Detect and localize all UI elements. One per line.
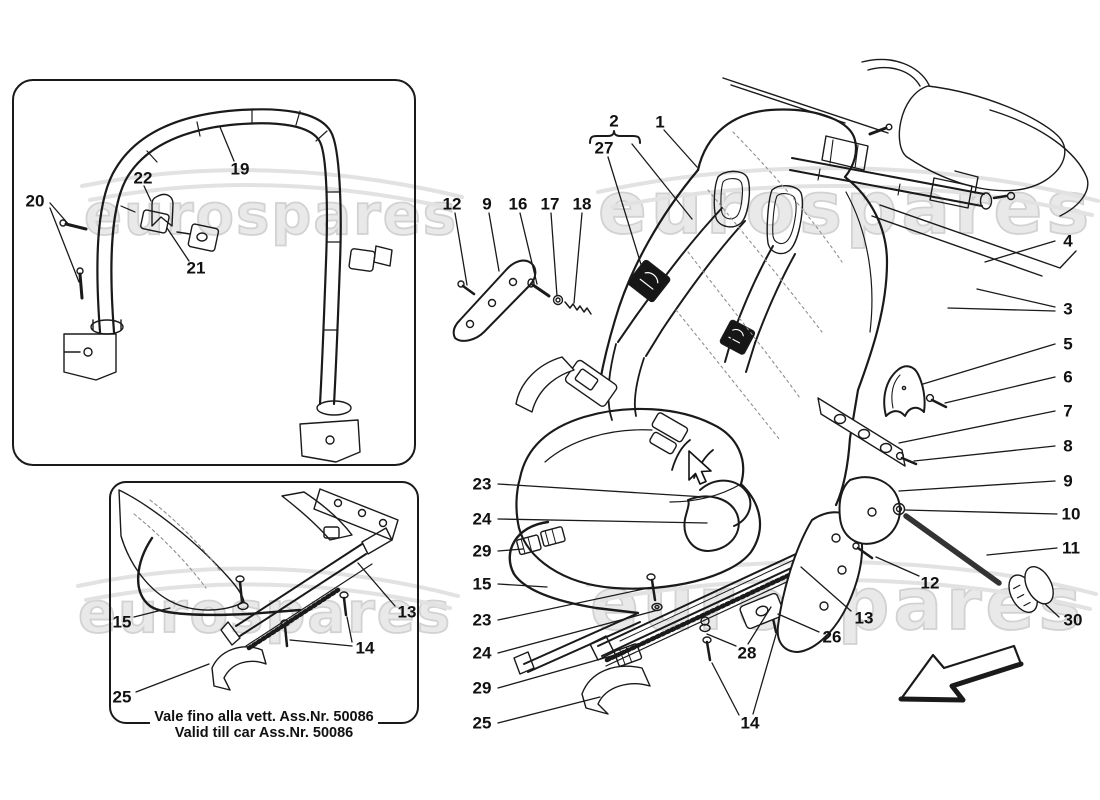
seat-rail-inset <box>109 481 419 724</box>
validity-note-italian: Vale fino alla vett. Ass.Nr. 50086 <box>150 709 378 726</box>
callout-label: 29 <box>472 541 492 561</box>
validity-note: Vale fino alla vett. Ass.Nr. 50086 Valid… <box>110 709 418 742</box>
callout-label: 23 <box>472 610 492 630</box>
callout-label: 22 <box>133 168 153 188</box>
callout-label: 23 <box>472 474 492 494</box>
direction-arrow-icon <box>898 644 1024 703</box>
callout-label: 14 <box>740 713 760 733</box>
callout-label: 25 <box>472 713 492 733</box>
callout-label: 13 <box>397 602 417 622</box>
callout-label: 15 <box>112 612 132 632</box>
main-seat-art <box>452 58 1089 724</box>
callout-label: 10 <box>1061 504 1081 524</box>
callout-label: 21 <box>186 258 206 278</box>
callout-label: 7 <box>1063 401 1073 421</box>
callout-label: 1 <box>655 112 665 132</box>
callout-label: 26 <box>822 627 842 647</box>
callout-label: 4 <box>1063 231 1073 251</box>
callout-label: 30 <box>1063 610 1083 630</box>
callout-label: 2 <box>609 111 619 131</box>
callout-label: 17 <box>540 194 560 214</box>
callout-label: 9 <box>482 194 492 214</box>
validity-note-english: Valid till car Ass.Nr. 50086 <box>170 725 358 742</box>
callout-label: 9 <box>1063 471 1073 491</box>
group-bracket-glyph <box>589 130 641 144</box>
callout-label: 20 <box>25 191 45 211</box>
callout-label: 6 <box>1063 367 1073 387</box>
callout-label: 24 <box>472 643 492 663</box>
callout-label: 25 <box>112 687 132 707</box>
leader-lines <box>454 129 1060 724</box>
callout-label: 12 <box>442 194 462 214</box>
callout-label: 27 <box>594 138 614 158</box>
callout-label: 29 <box>472 678 492 698</box>
callout-label: 24 <box>472 509 492 529</box>
callout-label: 13 <box>854 608 874 628</box>
callout-label: 14 <box>355 638 375 658</box>
callout-label: 16 <box>508 194 528 214</box>
callout-label: 11 <box>1062 538 1080 558</box>
callout-label: 3 <box>1063 299 1073 319</box>
callout-label: 15 <box>472 574 492 594</box>
callout-label: 12 <box>920 573 940 593</box>
callout-label: 8 <box>1063 436 1073 456</box>
callout-label: 19 <box>230 159 250 179</box>
callout-label: 5 <box>1063 334 1073 354</box>
cursor-icon <box>688 450 712 485</box>
callout-label: 18 <box>572 194 592 214</box>
callout-label: 28 <box>737 643 757 663</box>
roll-bar-inset <box>12 79 416 466</box>
